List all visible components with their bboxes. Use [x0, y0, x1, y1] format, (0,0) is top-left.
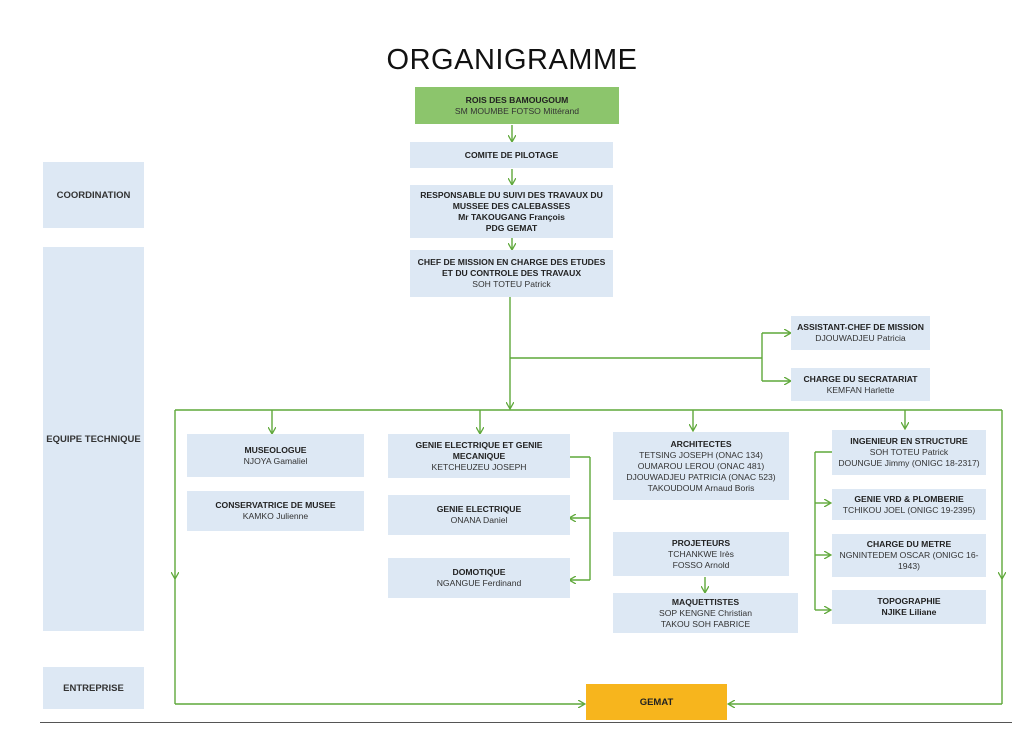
box-name: SM MOUMBE FOTSO Mittérand: [454, 105, 580, 116]
box-title: INGENIEUR EN STRUCTURE: [850, 436, 968, 446]
box-comite-pilotage: COMITE DE PILOTAGE: [410, 142, 613, 168]
side-label-coordination: COORDINATION: [43, 162, 144, 228]
box-title: COMITE DE PILOTAGE: [464, 149, 559, 160]
box-title: ARCHITECTES: [670, 438, 732, 449]
box-topographie: TOPOGRAPHIE NJIKE Liliane: [832, 590, 986, 624]
box-title: CHARGE DU SECRATARIAT: [803, 373, 918, 384]
side-label-equipe-technique: EQUIPE TECHNIQUE: [43, 247, 144, 631]
box-domotique: DOMOTIQUE NGANGUE Ferdinand: [388, 558, 570, 598]
maquettiste-name: TAKOU SOH FABRICE: [660, 618, 751, 629]
box-title: CHARGE DU METRE: [866, 539, 952, 549]
box-title: CONSERVATRICE DE MUSEE: [215, 500, 336, 510]
box-charge-metre: CHARGE DU METRE NGNINTEDEM OSCAR (ONIGC …: [832, 534, 986, 577]
gemat-label: GEMAT: [639, 696, 674, 708]
box-title-line: MECANIQUE: [452, 450, 506, 461]
box-title-line: CHEF DE MISSION EN CHARGE DES ETUDES: [417, 257, 606, 267]
box-maquettistes: MAQUETTISTES SOP KENGNE Christian TAKOU …: [613, 593, 798, 633]
page-title: ORGANIGRAMME: [386, 44, 638, 76]
architecte-name: TETSING JOSEPH (ONAC 134): [639, 449, 763, 460]
box-projeteurs: PROJETEURS TCHANKWE Irès FOSSO Arnold: [613, 532, 789, 576]
box-title: ASSISTANT-CHEF DE MISSION: [797, 322, 924, 332]
box-title: ROIS DES BAMOUGOUM: [465, 94, 569, 105]
box-name: ONANA Daniel: [450, 515, 508, 525]
architecte-name: DJOUWADJEU PATRICIA (ONAC 523): [626, 471, 776, 482]
ingenieur-name: SOH TOTEU Patrick: [869, 447, 949, 457]
box-assistant-chef-mission: ASSISTANT-CHEF DE MISSION DJOUWADJEU Pat…: [791, 316, 930, 350]
box-name-line: 1943): [898, 561, 920, 571]
box-name: NGANGUE Ferdinand: [436, 578, 522, 588]
maquettiste-name: SOP KENGNE Christian: [659, 607, 752, 618]
box-name: SOH TOTEU Patrick: [472, 279, 551, 289]
box-name-line: NGNINTEDEM OSCAR (ONIGC 16-: [839, 550, 979, 560]
box-title-line: GENIE ELECTRIQUE ET GENIE: [415, 439, 543, 450]
box-title-line: ET DU CONTROLE DES TRAVAUX: [441, 268, 582, 278]
bottom-divider: [40, 722, 1012, 723]
box-title: TOPOGRAPHIE: [877, 596, 941, 606]
box-museologue: MUSEOLOGUE NJOYA Gamaliel: [187, 434, 364, 477]
box-conservatrice: CONSERVATRICE DE MUSEE KAMKO Julienne: [187, 491, 364, 531]
box-rois-bamougoum: ROIS DES BAMOUGOUM SM MOUMBE FOTSO Mitté…: [415, 87, 619, 124]
box-responsable-suivi: RESPONSABLE DU SUIVI DES TRAVAUX DU MUSS…: [410, 185, 613, 238]
box-title: GENIE VRD & PLOMBERIE: [854, 493, 964, 504]
box-genie-electrique: GENIE ELECTRIQUE ONANA Daniel: [388, 495, 570, 535]
box-name: KAMKO Julienne: [242, 511, 309, 521]
box-name: Mr TAKOUGANG François: [458, 211, 565, 222]
box-title-line: RESPONSABLE DU SUIVI DES TRAVAUX DU: [420, 189, 603, 200]
box-ingenieur-structure: INGENIEUR EN STRUCTURE SOH TOTEU Patrick…: [832, 430, 986, 475]
box-name: NJIKE Liliane: [881, 607, 937, 617]
box-name: NJOYA Gamaliel: [243, 455, 308, 466]
box-genie-vrd-plomberie: GENIE VRD & PLOMBERIE TCHIKOU JOEL (ONIG…: [832, 489, 986, 520]
box-title: PROJETEURS: [671, 537, 731, 548]
box-gemat: GEMAT: [586, 684, 727, 720]
box-title: MAQUETTISTES: [671, 596, 740, 607]
box-genie-elec-meca: GENIE ELECTRIQUE ET GENIE MECANIQUE KETC…: [388, 434, 570, 478]
box-title: MUSEOLOGUE: [244, 444, 307, 455]
architecte-name: OUMAROU LEROU (ONAC 481): [637, 460, 765, 471]
ingenieur-name: DOUNGUE Jimmy (ONIGC 18-2317): [838, 458, 980, 468]
box-title: GENIE ELECTRIQUE: [436, 504, 522, 514]
box-name: KEMFAN Harlette: [826, 384, 895, 395]
box-chef-mission: CHEF DE MISSION EN CHARGE DES ETUDES ET …: [410, 250, 613, 297]
box-role: PDG GEMAT: [485, 222, 538, 233]
box-title-line: MUSSEE DES CALEBASSES: [452, 200, 571, 211]
box-architectes: ARCHITECTES TETSING JOSEPH (ONAC 134) OU…: [613, 432, 789, 500]
projeteur-name: TCHANKWE Irès: [668, 548, 734, 559]
architecte-name: TAKOUDOUM Arnaud Boris: [647, 482, 755, 493]
projeteur-name: FOSSO Arnold: [672, 559, 730, 570]
box-name: KETCHEUZEU JOSEPH: [431, 461, 527, 472]
box-title: DOMOTIQUE: [452, 567, 506, 577]
side-label-entreprise: ENTREPRISE: [43, 667, 144, 709]
box-name: TCHIKOU JOEL (ONIGC 19-2395): [842, 504, 976, 515]
box-charge-secretariat: CHARGE DU SECRATARIAT KEMFAN Harlette: [791, 368, 930, 401]
box-name: DJOUWADJEU Patricia: [815, 333, 906, 343]
